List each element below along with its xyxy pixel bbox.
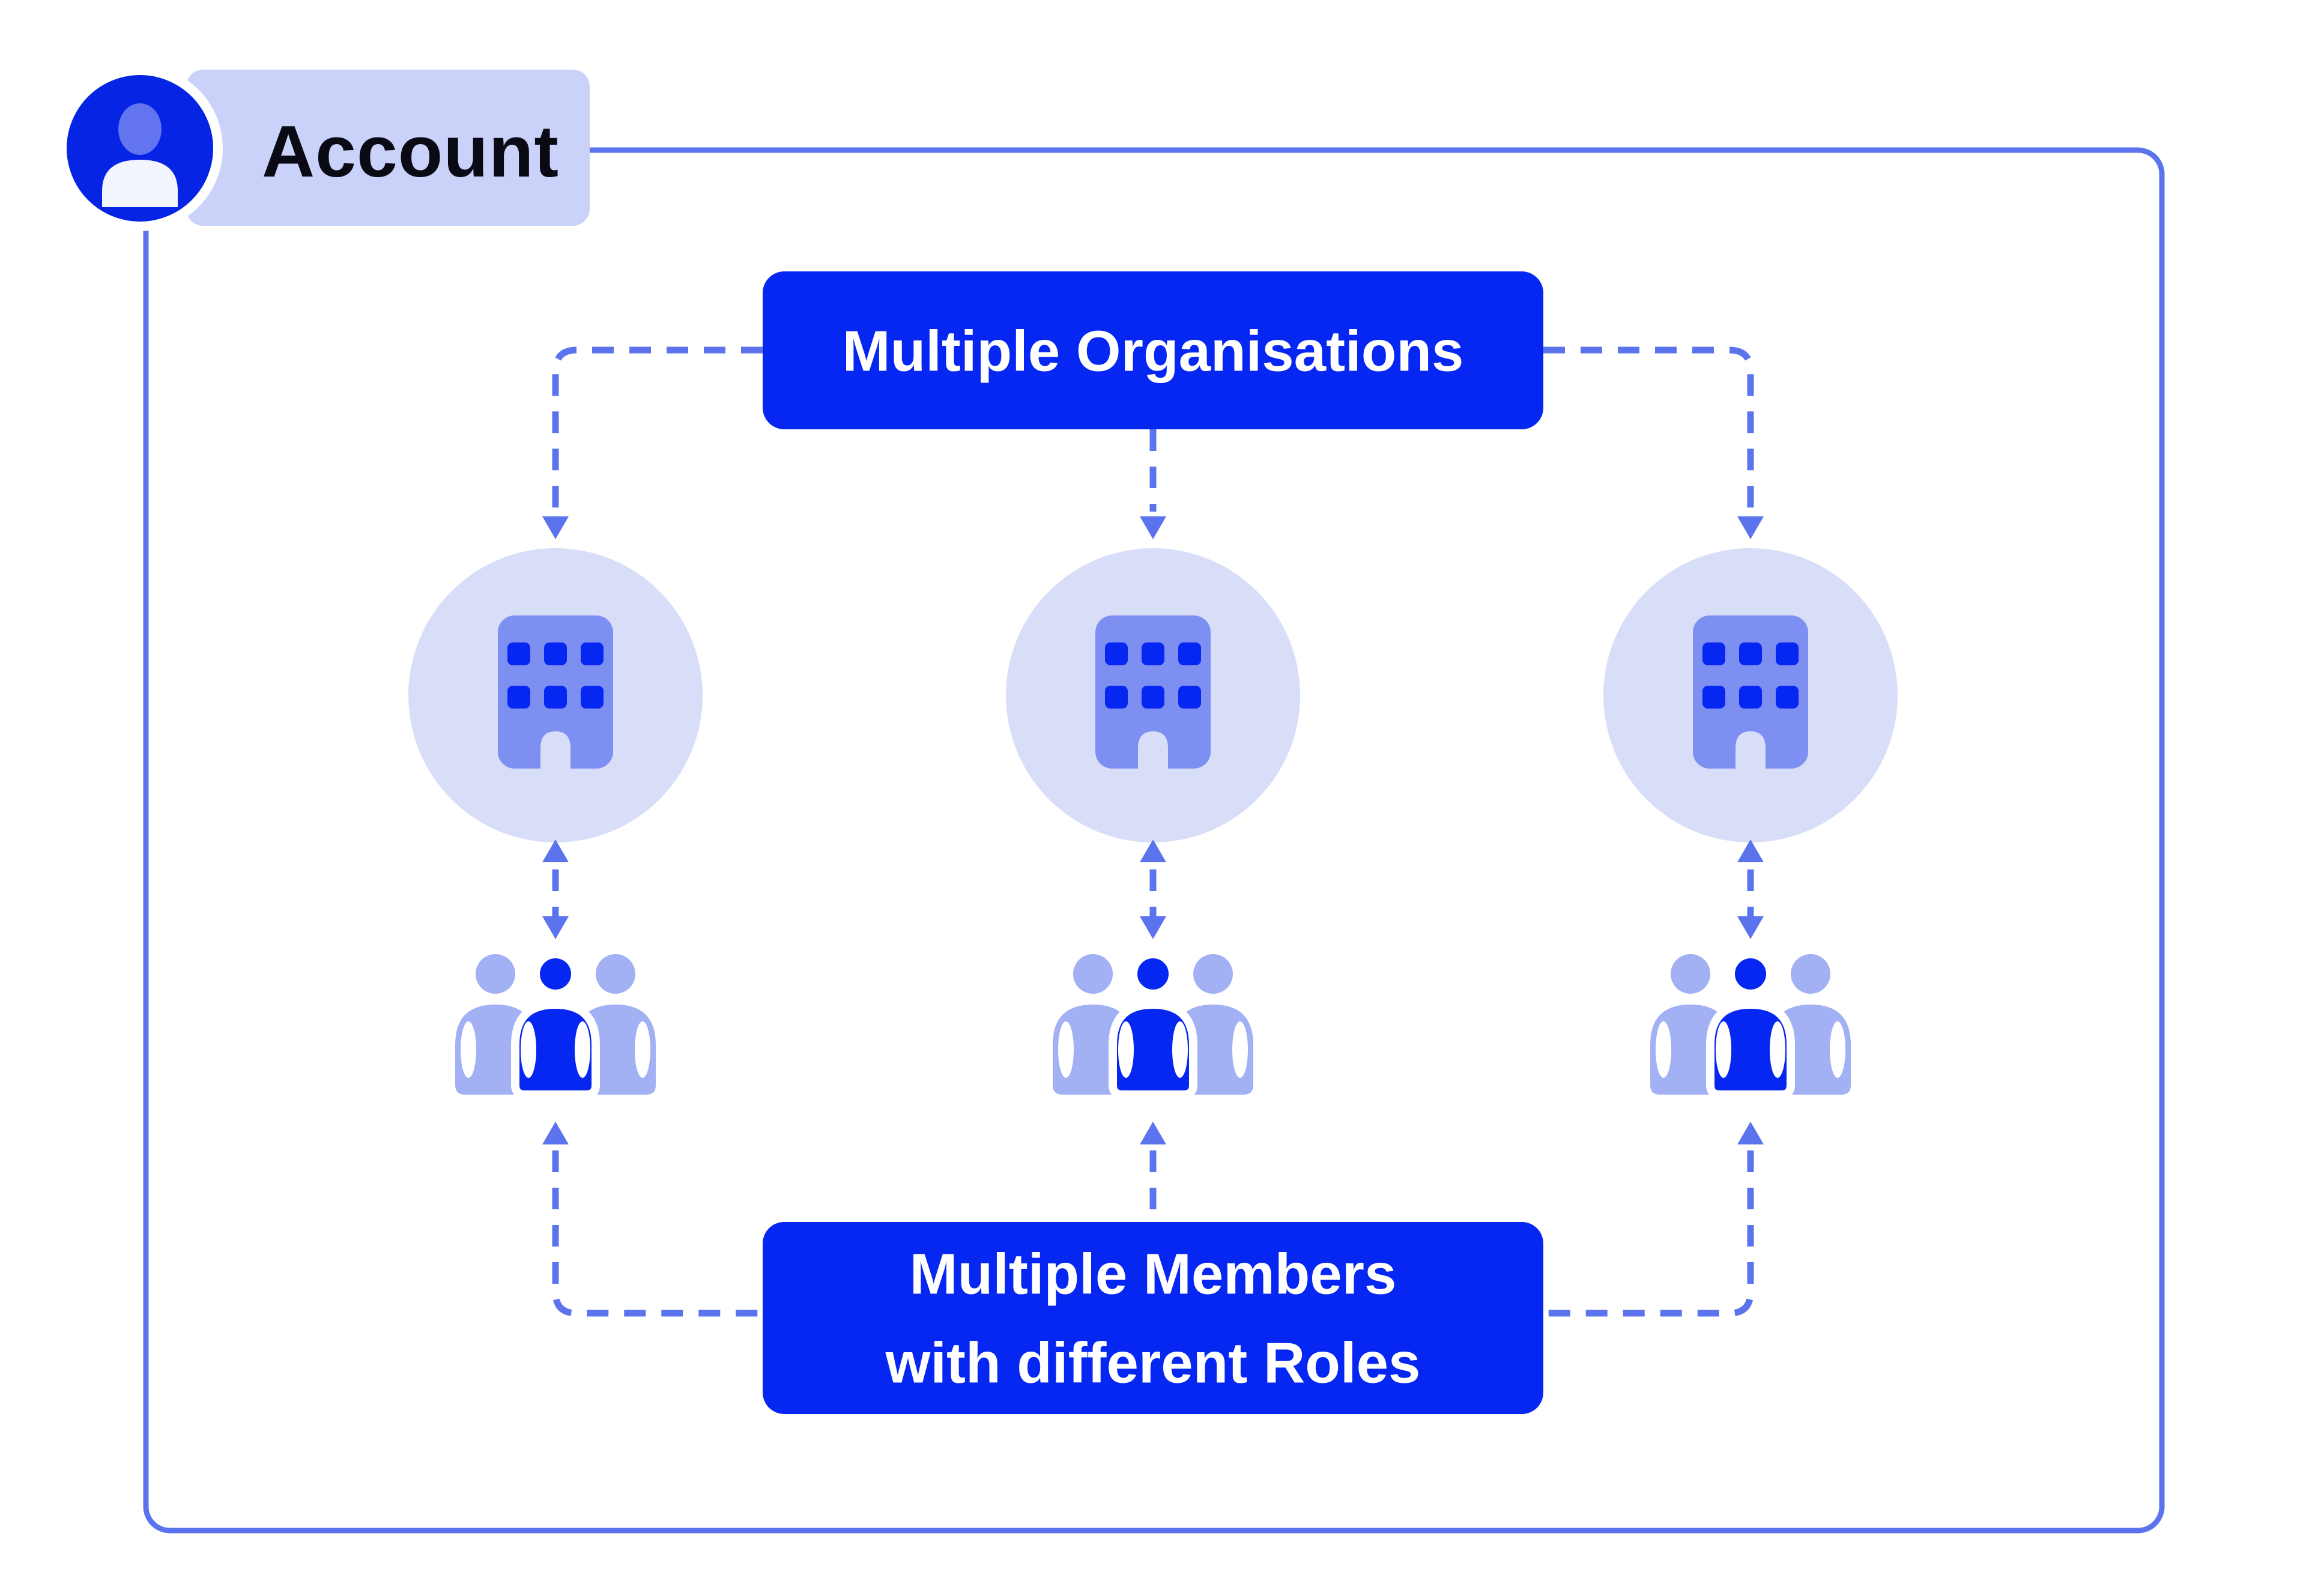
members-box-label-line2: with different Roles bbox=[885, 1331, 1421, 1395]
org-circle-1 bbox=[408, 548, 703, 842]
account-boundary-frame bbox=[143, 147, 2165, 1534]
people-group-2 bbox=[1053, 954, 1253, 1095]
organisations-box-label: Multiple Organisations bbox=[843, 319, 1464, 384]
connector-org-people-3 bbox=[1737, 839, 1764, 939]
connector-membersbox-right bbox=[1543, 1122, 1764, 1317]
people-group-1 bbox=[455, 954, 656, 1095]
org-circle-2 bbox=[1006, 548, 1300, 842]
arrowhead-down bbox=[1140, 516, 1166, 539]
connector-orgbox-center bbox=[1140, 429, 1166, 539]
connector-orgbox-left bbox=[542, 346, 763, 539]
arrowhead-down bbox=[542, 516, 569, 539]
user-icon bbox=[102, 103, 178, 207]
connector-membersbox-left bbox=[542, 1122, 763, 1317]
members-box-label-line1: Multiple Members bbox=[910, 1242, 1397, 1307]
connector-membersbox-center bbox=[1140, 1122, 1166, 1220]
organisations-box bbox=[763, 271, 1543, 429]
people-group-3 bbox=[1650, 954, 1851, 1095]
account-badge bbox=[186, 70, 590, 226]
members-box bbox=[763, 1222, 1543, 1414]
connector-orgbox-right bbox=[1543, 346, 1764, 539]
connector-org-people-1 bbox=[542, 839, 569, 939]
arrowhead-down bbox=[1737, 516, 1764, 539]
account-badge-label: Account bbox=[262, 110, 559, 192]
org-circle-3 bbox=[1603, 548, 1898, 842]
account-avatar bbox=[57, 65, 223, 231]
connector-org-people-2 bbox=[1140, 839, 1166, 939]
